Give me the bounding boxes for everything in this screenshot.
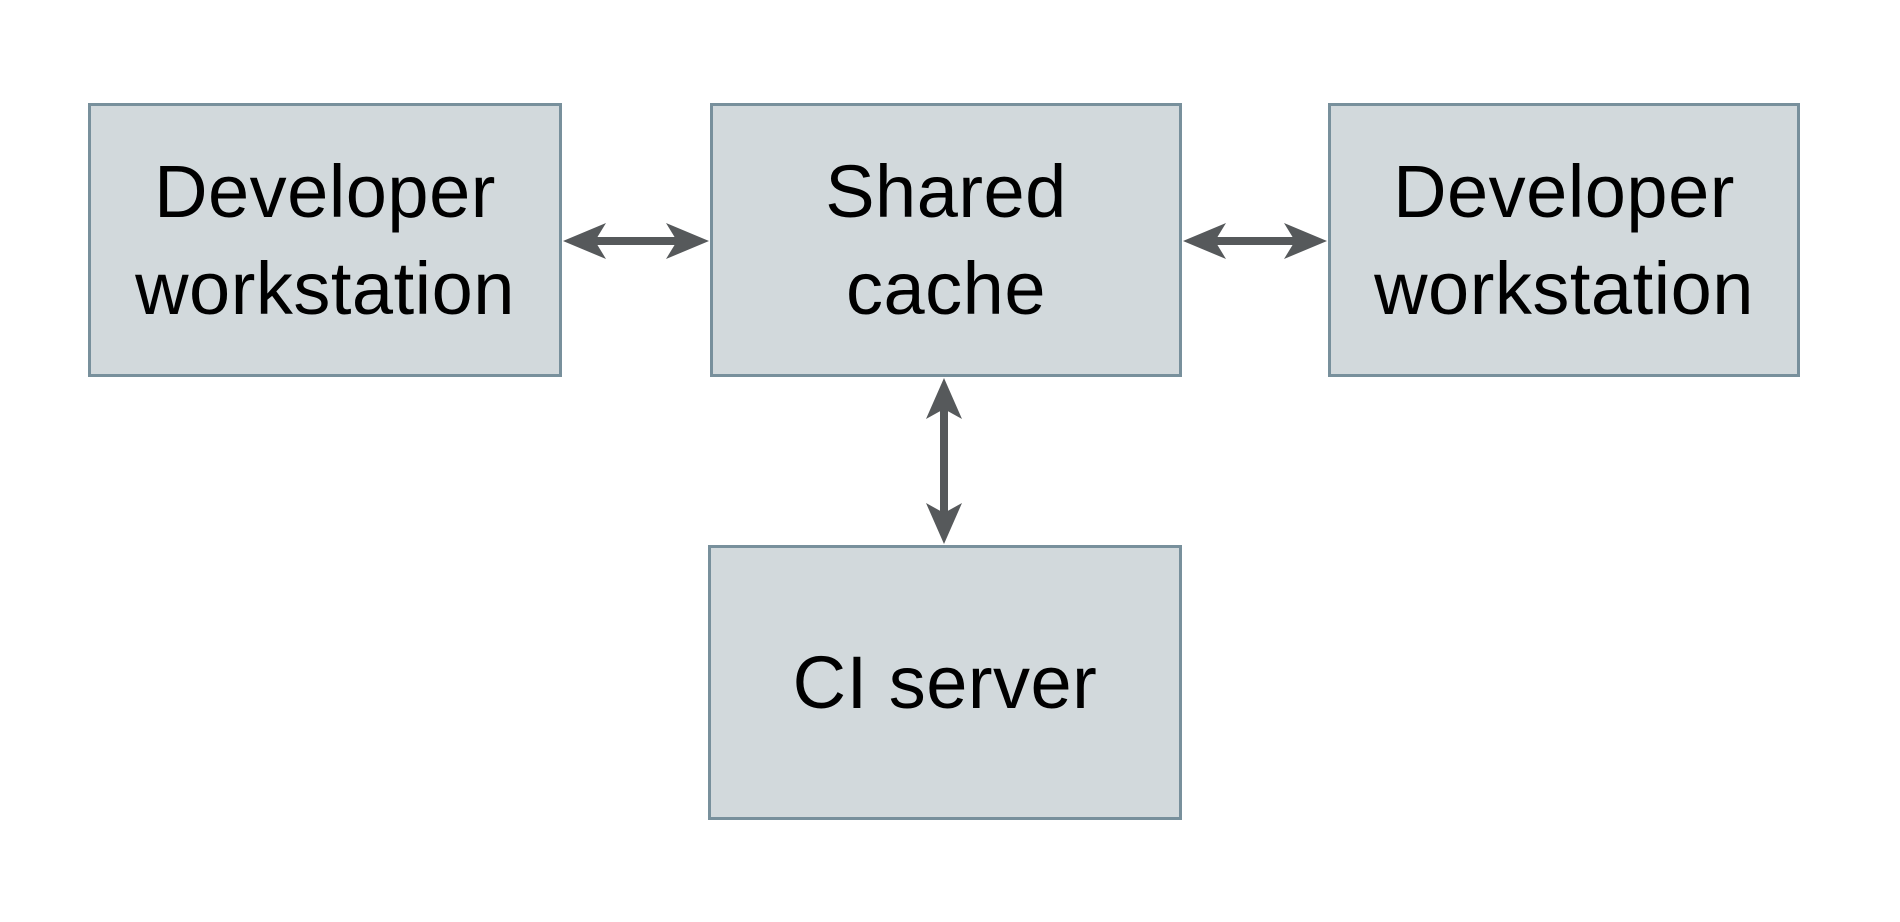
arrowhead-north-icon: [926, 378, 962, 419]
arrowhead-south-icon: [926, 503, 962, 544]
double-arrow-left-horizontal: [563, 223, 709, 259]
arrowhead-west-icon: [1183, 223, 1226, 259]
node-label-shared-cache: Shared cache: [825, 150, 1067, 330]
arrowhead-west-icon: [563, 223, 606, 259]
node-ci-server: CI server: [708, 545, 1182, 820]
arrow-shaft: [592, 237, 680, 245]
node-label-ci-server: CI server: [792, 641, 1098, 724]
arrow-shaft: [940, 407, 948, 515]
node-label-developer-workstation-right: Developer workstation: [1374, 150, 1754, 330]
arrowhead-east-icon: [666, 223, 709, 259]
node-shared-cache: Shared cache: [710, 103, 1182, 377]
node-developer-workstation-left: Developer workstation: [88, 103, 562, 377]
node-label-developer-workstation-left: Developer workstation: [135, 150, 515, 330]
arrowhead-east-icon: [1284, 223, 1327, 259]
double-arrow-right-horizontal: [1183, 223, 1327, 259]
node-developer-workstation-right: Developer workstation: [1328, 103, 1800, 377]
arrow-shaft: [1212, 237, 1298, 245]
double-arrow-vertical: [926, 378, 962, 544]
